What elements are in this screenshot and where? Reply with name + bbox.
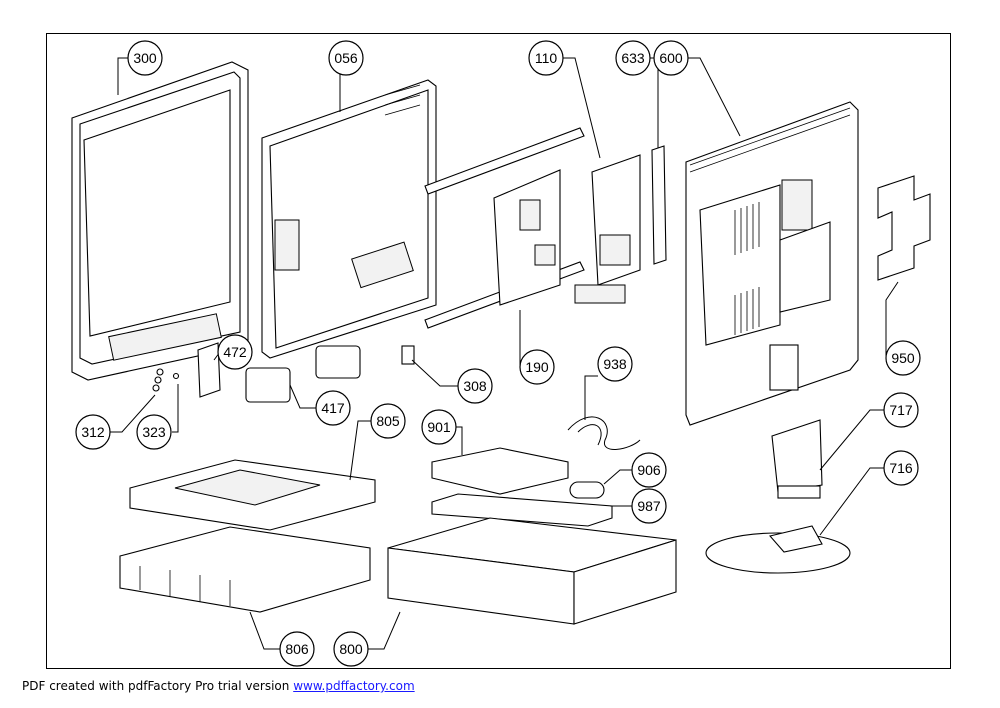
callout-110: 110 xyxy=(528,40,564,76)
callout-806: 806 xyxy=(279,631,315,667)
callout-901: 901 xyxy=(421,409,457,445)
callout-label: 901 xyxy=(427,419,451,435)
lcd-panel-part xyxy=(261,79,437,359)
callout-label: 987 xyxy=(637,498,661,514)
callout-717: 717 xyxy=(883,392,919,428)
speaker-part xyxy=(245,345,361,403)
callout-600: 600 xyxy=(653,40,689,76)
callout-label: 938 xyxy=(603,356,627,372)
callout-472: 472 xyxy=(217,334,253,370)
callout-label: 300 xyxy=(133,50,157,66)
accessory-box-part xyxy=(431,447,569,495)
main-board-part xyxy=(424,127,585,329)
callout-056: 056 xyxy=(328,40,364,76)
diagram-frame xyxy=(46,33,951,669)
front-bezel-part xyxy=(71,61,249,381)
callout-label: 633 xyxy=(621,50,645,66)
base-cover-part xyxy=(431,493,613,527)
power-cable-part xyxy=(567,416,641,450)
stand-neck-part xyxy=(771,419,823,499)
callout-label: 056 xyxy=(334,50,358,66)
callout-312: 312 xyxy=(75,414,111,450)
bottom-foam-part xyxy=(119,526,371,613)
power-board-part xyxy=(574,154,641,304)
callout-label: 600 xyxy=(659,50,683,66)
small-board-part xyxy=(197,342,221,398)
callout-label: 716 xyxy=(889,460,913,476)
callout-987: 987 xyxy=(631,488,667,524)
callout-label: 805 xyxy=(376,413,400,429)
back-cover-part xyxy=(685,101,859,426)
callout-label: 950 xyxy=(891,350,915,366)
keypad-board-part xyxy=(651,145,667,265)
callout-label: 906 xyxy=(637,462,661,478)
callout-190: 190 xyxy=(519,349,555,385)
callout-800: 800 xyxy=(333,631,369,667)
callout-300: 300 xyxy=(127,40,163,76)
callout-label: 717 xyxy=(889,402,913,418)
button-part xyxy=(152,368,180,392)
callout-633: 633 xyxy=(615,40,651,76)
callout-938: 938 xyxy=(597,346,633,382)
callout-label: 806 xyxy=(285,641,309,657)
vesa-bracket-part xyxy=(877,175,931,281)
callout-label: 472 xyxy=(223,344,247,360)
clip-part xyxy=(401,345,415,365)
carton-box-part xyxy=(387,517,677,625)
pdf-footer: PDF created with pdfFactory Pro trial ve… xyxy=(22,679,415,693)
callout-950: 950 xyxy=(885,340,921,376)
stand-base-part xyxy=(705,525,851,574)
callout-label: 312 xyxy=(81,424,105,440)
callout-label: 110 xyxy=(535,50,558,66)
footer-link[interactable]: www.pdffactory.com xyxy=(293,679,415,693)
callout-label: 417 xyxy=(321,400,345,416)
callout-label: 190 xyxy=(525,359,549,375)
callout-417: 417 xyxy=(315,390,351,426)
top-foam-part xyxy=(129,459,376,531)
footer-text: PDF created with pdfFactory Pro trial ve… xyxy=(22,679,294,693)
callout-323: 323 xyxy=(136,414,172,450)
callout-label: 323 xyxy=(142,424,166,440)
callout-906: 906 xyxy=(631,452,667,488)
callout-label: 800 xyxy=(339,641,363,657)
callout-805: 805 xyxy=(370,403,406,439)
callout-308: 308 xyxy=(457,368,493,404)
callout-label: 308 xyxy=(463,378,487,394)
callout-716: 716 xyxy=(883,450,919,486)
cable-roll-part xyxy=(569,481,605,499)
